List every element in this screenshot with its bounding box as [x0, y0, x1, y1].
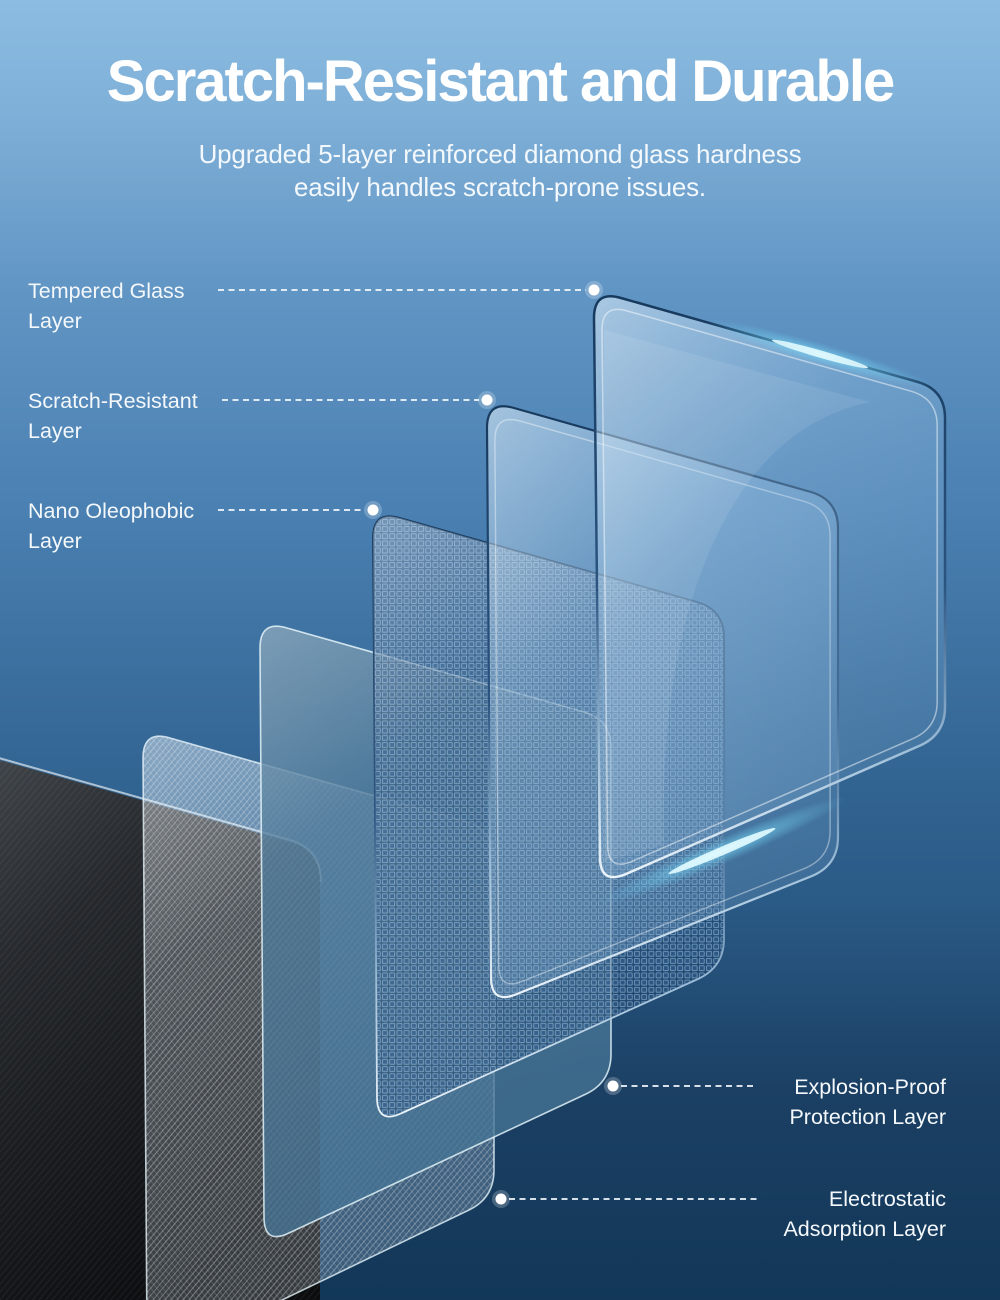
label-line: Electrostatic [828, 1187, 946, 1211]
label-explosion-proof-layer: Explosion-Proof Protection Layer [789, 1072, 946, 1132]
label-line: Layer [28, 419, 82, 443]
label-line: Nano Oleophobic [28, 499, 195, 523]
label-line: Explosion-Proof [794, 1075, 946, 1099]
leader-dots [364, 281, 622, 1208]
label-electrostatic-layer: Electrostatic Adsorption Layer [783, 1184, 946, 1244]
page-subtitle: Upgraded 5-layer reinforced diamond glas… [0, 138, 1000, 204]
label-line: Scratch-Resistant [28, 389, 198, 413]
page-title: Scratch-Resistant and Durable [106, 49, 895, 114]
page-subtitle-line2: easily handles scratch-prone issues. [294, 172, 706, 202]
label-line: Tempered Glass [28, 279, 185, 303]
shine-top-streak [704, 319, 936, 389]
label-line: Protection Layer [789, 1105, 946, 1129]
label-line: Layer [28, 529, 82, 553]
label-line: Adsorption Layer [783, 1217, 946, 1241]
tempered-glass-layer-graphic [592, 295, 947, 906]
page-subtitle-line1: Upgraded 5-layer reinforced diamond glas… [198, 139, 802, 169]
label-tempered-glass-layer: Tempered Glass Layer [28, 276, 185, 336]
label-nano-oleophobic-layer: Nano Oleophobic Layer [28, 496, 194, 556]
shine-bottom-streak [597, 796, 847, 906]
leader-lines [218, 289, 757, 1200]
label-scratch-resistant-layer: Scratch-Resistant Layer [28, 386, 198, 446]
label-line: Layer [28, 309, 82, 333]
